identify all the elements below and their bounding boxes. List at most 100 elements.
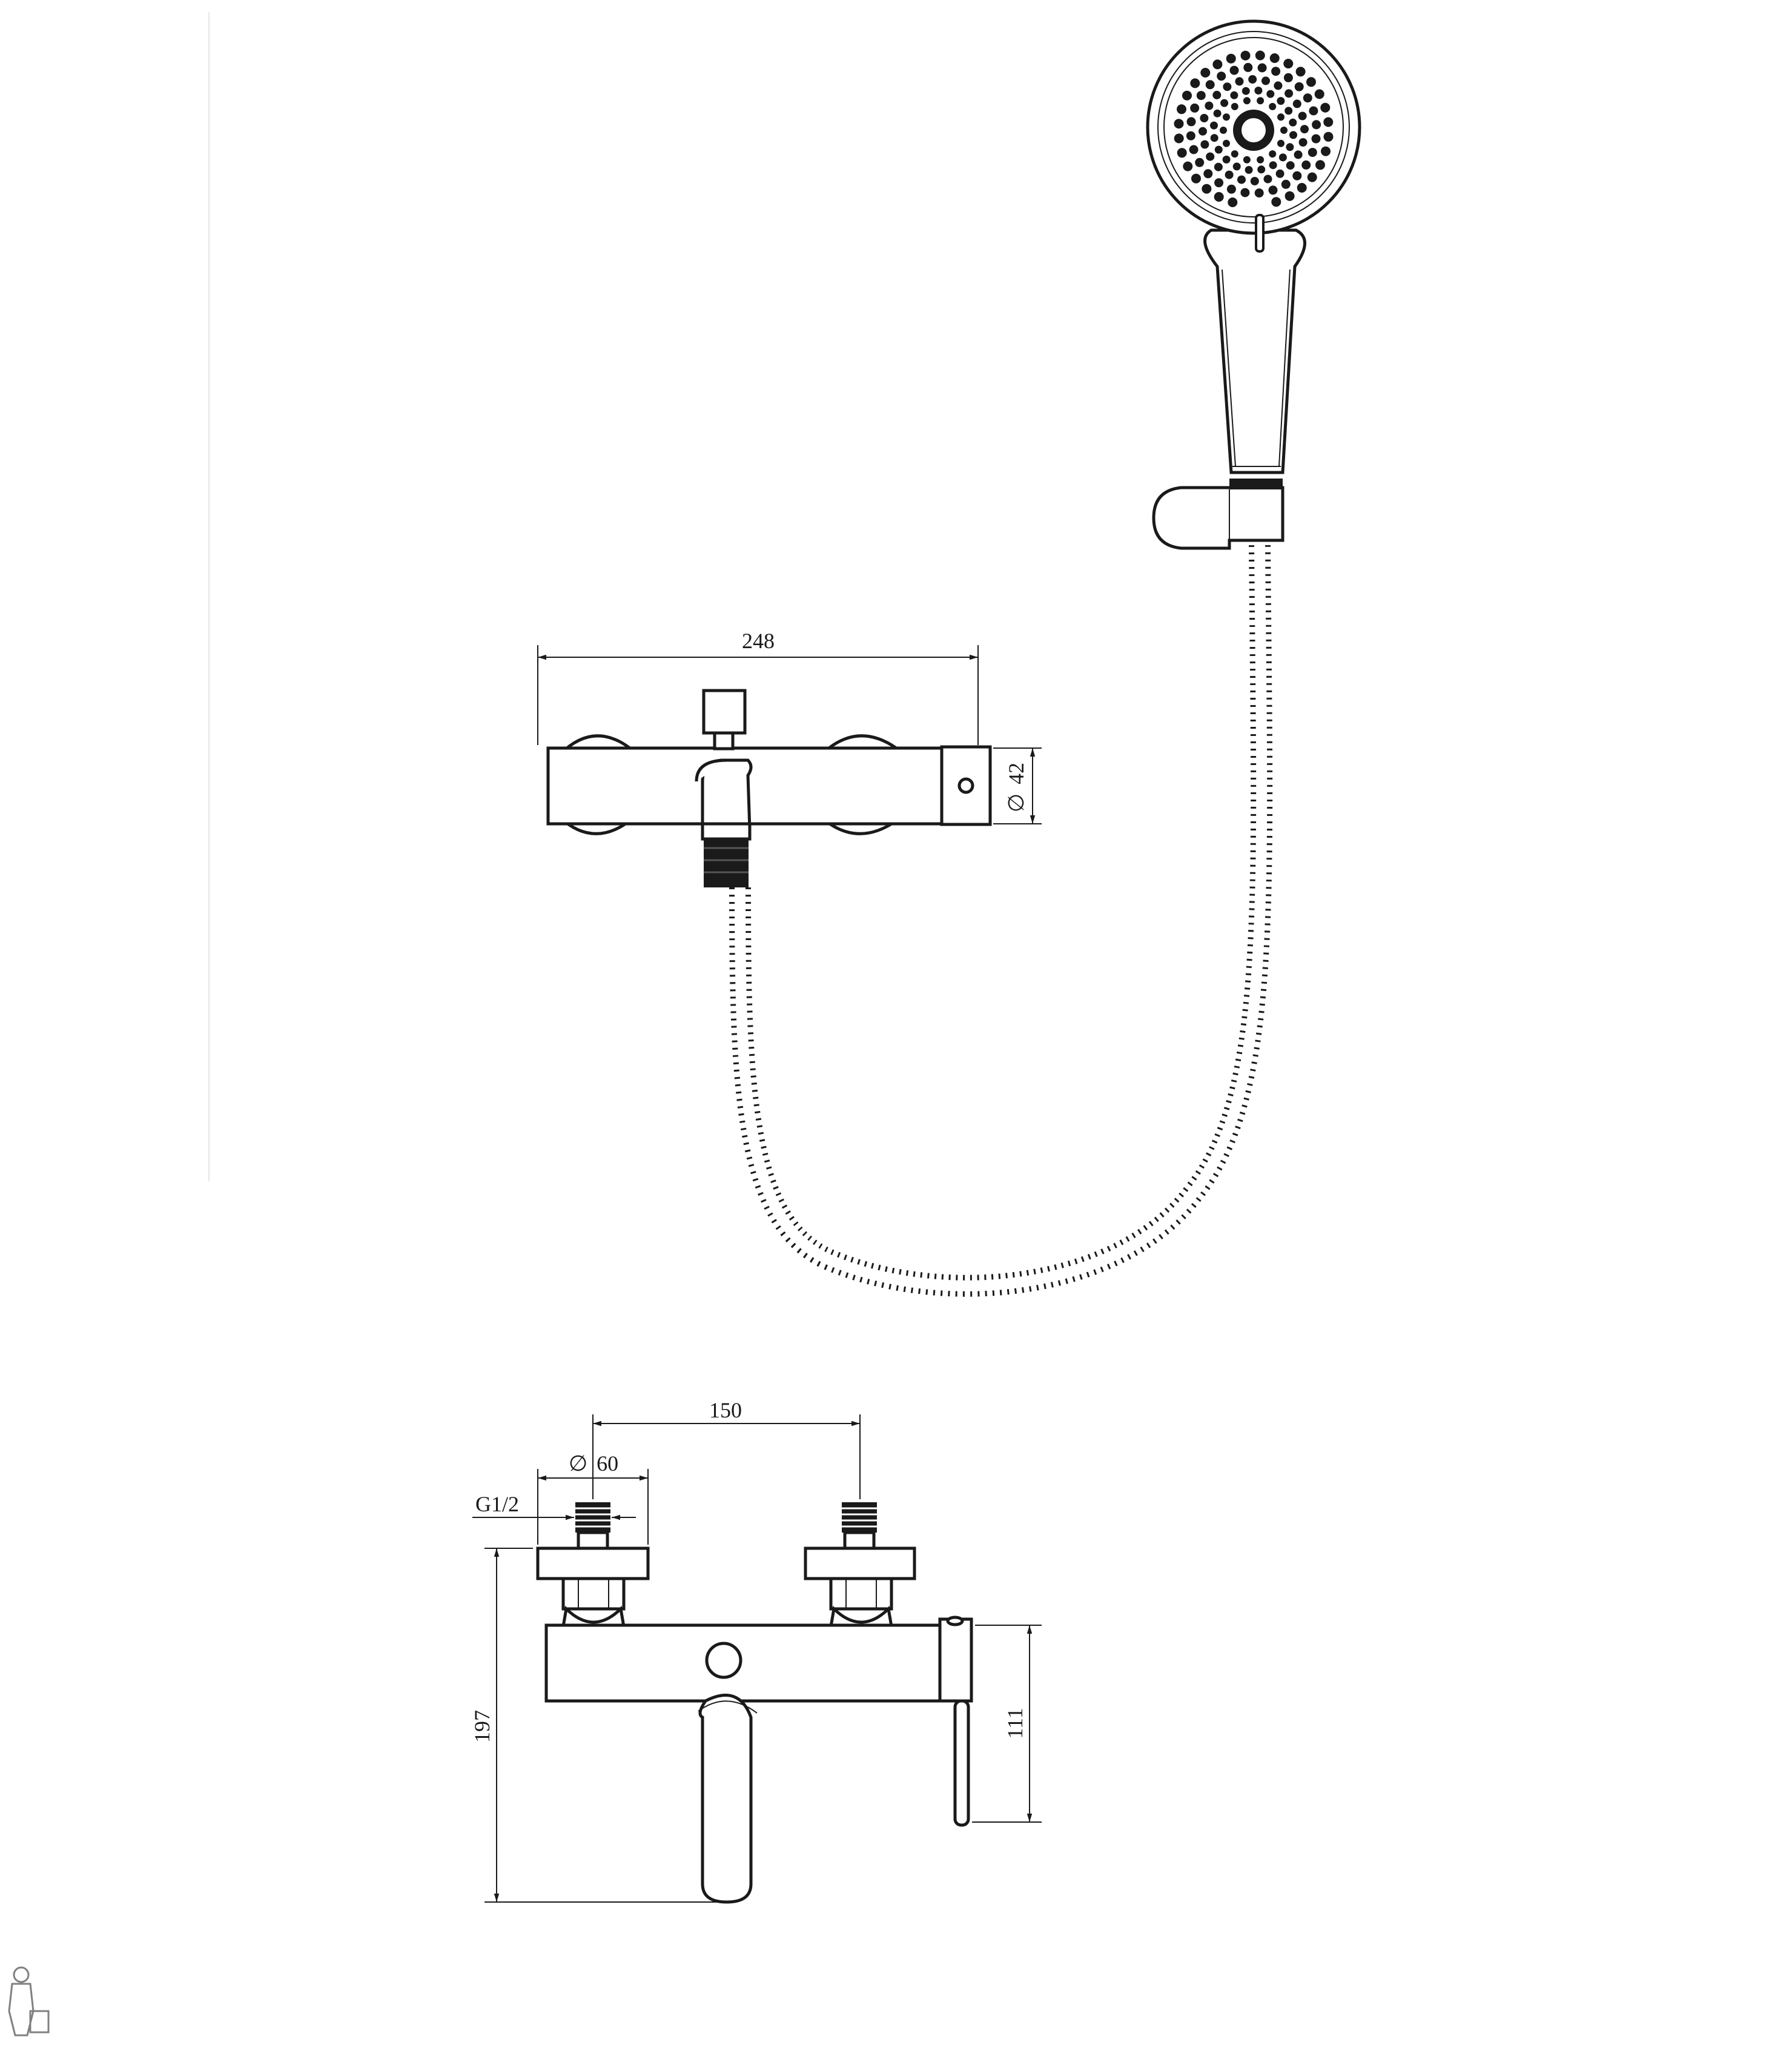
nozzle-dot: [1190, 103, 1200, 113]
nozzle-dot: [1214, 145, 1223, 154]
nozzle-dot: [1284, 107, 1293, 115]
nozzle-dot: [1306, 77, 1316, 87]
nozzle-dot: [1268, 185, 1278, 195]
nozzle-dot: [1200, 68, 1211, 78]
nozzle-dot: [1323, 117, 1334, 127]
nozzle-dot: [1311, 134, 1321, 144]
nozzle-dot: [1303, 93, 1312, 103]
svg-text:∅ 42: ∅ 42: [1004, 763, 1028, 812]
shower-hose: [729, 545, 1273, 1297]
nozzle-dot: [1189, 145, 1199, 154]
nozzle-dot: [1240, 188, 1250, 197]
nozzle-dot: [1254, 188, 1264, 198]
mixer-top-view: [546, 689, 992, 887]
nozzle-dot: [1196, 91, 1206, 101]
nozzle-dot: [1214, 192, 1224, 202]
nozzle-dot: [1286, 143, 1294, 151]
nozzle-dot: [1183, 161, 1193, 171]
nozzle-dot: [1231, 150, 1238, 158]
nozzle-dot: [1199, 127, 1207, 136]
nozzle-dot: [1210, 121, 1218, 130]
nozzle-dot: [1275, 169, 1284, 178]
nozzle-dot: [1301, 160, 1311, 170]
nozzle-dot: [1242, 87, 1250, 95]
nozzle-dot: [1212, 59, 1223, 70]
nozzle-dot: [1294, 150, 1303, 159]
nozzle-dot: [1281, 179, 1291, 189]
nozzle-dot: [1214, 178, 1224, 188]
nozzle-dot: [1200, 114, 1209, 122]
nozzle-dot: [1222, 155, 1231, 164]
nozzle-dot: [1289, 131, 1297, 139]
dimension-248: 248: [537, 629, 979, 745]
nozzle-dot: [1177, 104, 1186, 114]
nozzle-dot: [1277, 97, 1285, 105]
dimension-150: 150: [592, 1398, 861, 1499]
nozzle-dot: [1205, 80, 1215, 90]
nozzle-dot: [1263, 174, 1272, 184]
nozzle-dot: [1286, 161, 1295, 170]
dimension-197: 197: [470, 1548, 721, 1903]
nozzle-dot: [1283, 73, 1293, 82]
nozzle-dot: [1261, 76, 1270, 85]
nozzle-dot: [1271, 67, 1281, 76]
nozzle-dot: [1223, 82, 1232, 91]
nozzle-dot: [1277, 139, 1284, 147]
nozzle-dot: [1245, 166, 1253, 174]
nozzle-dot: [1213, 109, 1222, 118]
nozzle-dot: [1237, 175, 1246, 184]
nozzle-dot: [1223, 113, 1230, 121]
dim-197-label: 197: [470, 1710, 494, 1743]
nozzle-dot: [1283, 59, 1294, 68]
nozzle-dot: [1186, 131, 1195, 141]
hand-shower: [1146, 19, 1361, 550]
nozzle-dot: [1174, 133, 1184, 144]
nozzle-dot: [1228, 197, 1238, 207]
shower-holder: [1152, 479, 1284, 550]
dim-60-label: 60: [597, 1451, 618, 1476]
nozzle-dot: [1257, 97, 1265, 105]
nozzle-dot: [1269, 150, 1277, 158]
nozzle-dot: [1186, 117, 1196, 127]
nozzle-dot: [1294, 82, 1304, 91]
nozzle-dot: [1174, 119, 1184, 129]
dim-150-label: 150: [709, 1398, 742, 1422]
nozzle-dot: [1205, 101, 1214, 110]
nozzle-dot: [1191, 173, 1201, 184]
nozzle-dot: [1280, 127, 1288, 134]
dim-42-label: 42: [1004, 763, 1028, 784]
nozzle-dot: [1292, 171, 1302, 181]
diameter-symbol-42: ∅: [1004, 794, 1028, 812]
nozzle-dot: [1298, 138, 1308, 147]
nozzle-dot: [1226, 184, 1236, 194]
nozzle-dot: [1271, 197, 1281, 207]
nozzle-dot: [1278, 153, 1287, 162]
nozzle-dot: [1307, 172, 1317, 182]
nozzle-dot: [1277, 113, 1284, 121]
nozzle-dot: [1203, 169, 1213, 179]
nozzle-dot: [1255, 50, 1265, 61]
nozzle-dot: [1269, 53, 1280, 63]
nozzle-dot: [1323, 131, 1334, 142]
nozzle-dot: [1269, 102, 1277, 110]
nozzle-dot: [1274, 81, 1283, 90]
nozzle-dot: [1321, 146, 1331, 156]
nozzle-dot: [1212, 90, 1222, 99]
shower-head: [1146, 19, 1361, 253]
nozzle-dot: [1320, 102, 1331, 113]
nozzle-dot: [1257, 63, 1267, 73]
nozzle-dot: [1243, 97, 1251, 105]
nozzle-dot: [1225, 170, 1234, 179]
nozzle-dot: [1202, 184, 1212, 194]
shower-nozzles: [1174, 50, 1334, 207]
nozzle-dot: [1309, 106, 1318, 116]
nozzle-dot: [1226, 53, 1236, 64]
nozzle-dot: [1257, 165, 1266, 174]
nozzle-dot: [1295, 67, 1306, 77]
nozzle-dot: [1206, 152, 1215, 161]
nozzle-dot: [1214, 162, 1223, 171]
nozzle-dot: [1240, 50, 1251, 61]
nozzle-dot: [1243, 62, 1253, 72]
thread-label: G1/2: [475, 1492, 519, 1516]
